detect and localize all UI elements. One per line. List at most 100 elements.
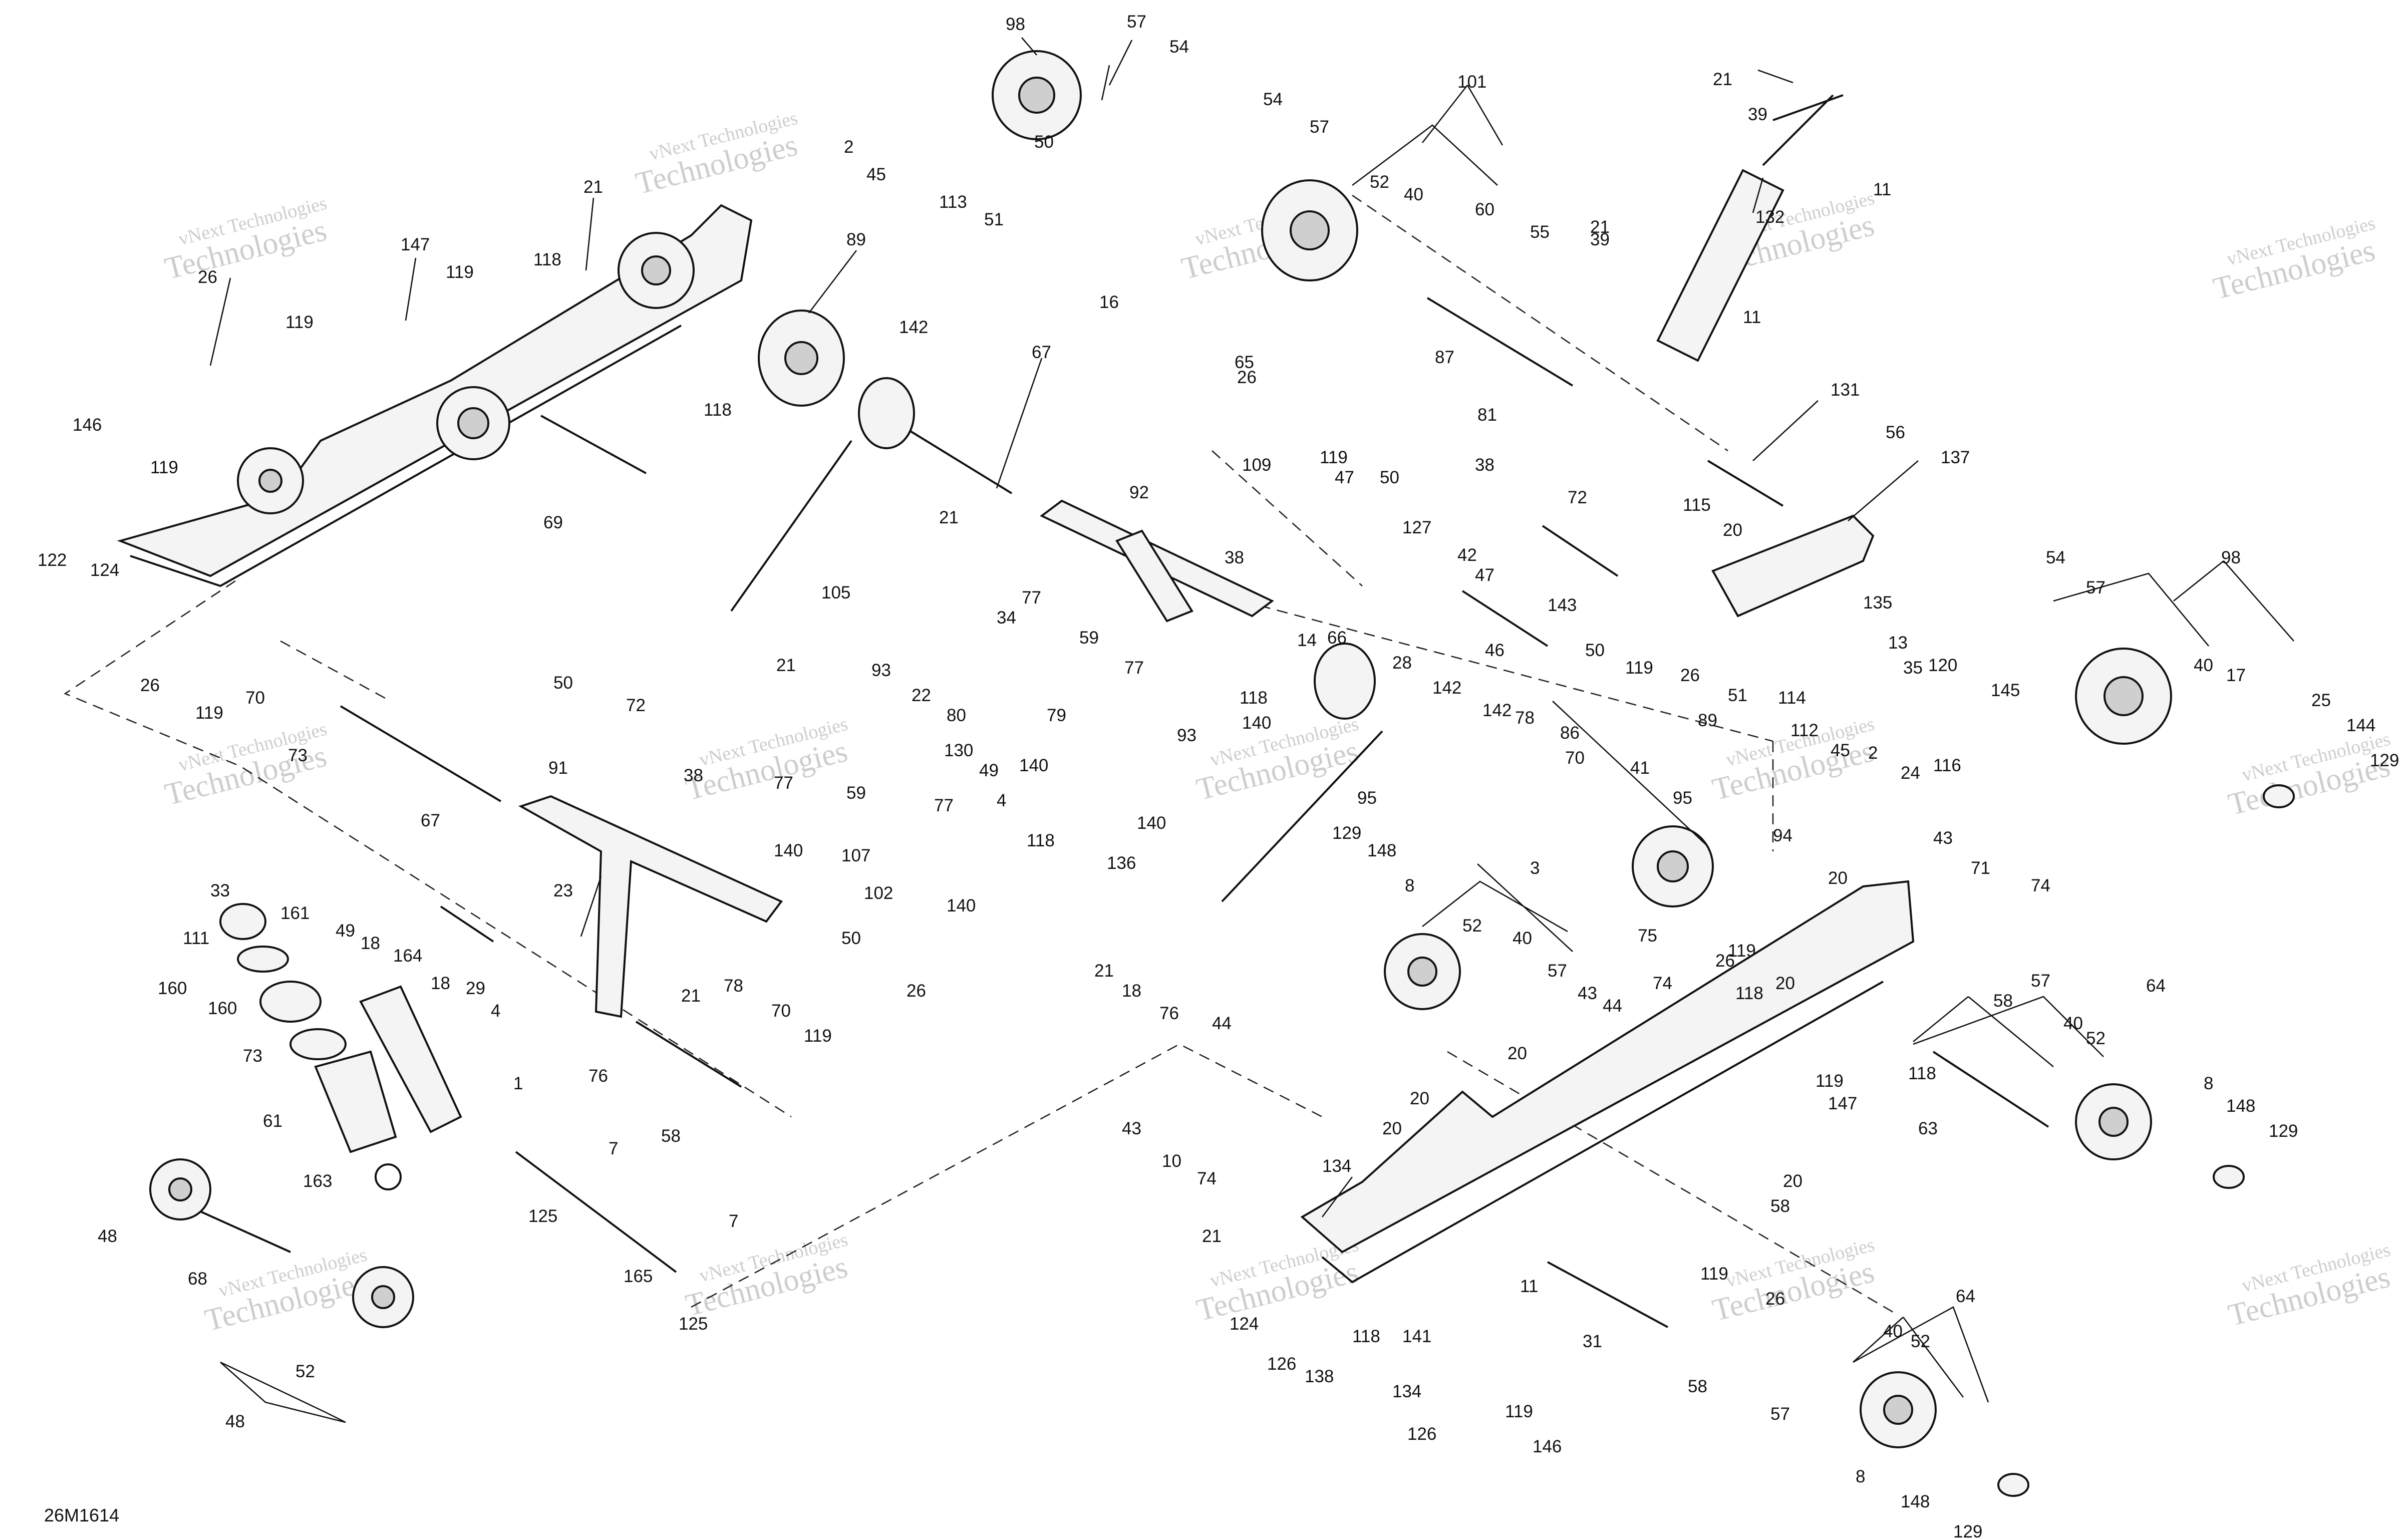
arm-137: [1711, 514, 1875, 618]
callout-26: 26: [198, 267, 217, 287]
callout-114: 114: [1778, 688, 1806, 708]
cover-129-bottom: [1997, 1473, 2029, 1497]
callout-35: 35: [1903, 658, 1923, 678]
callout-136: 140: [1242, 713, 1271, 733]
callout-98b: 98: [2221, 548, 2241, 567]
callout-74: 71: [1971, 858, 1990, 878]
watermark-7: vNext Technologies Technologies: [683, 713, 851, 807]
callout-57e: 57: [2031, 971, 2050, 991]
ring-73: [289, 1028, 347, 1060]
callout-77b: 77: [1124, 658, 1144, 678]
callout-8c: 148: [1901, 1492, 1930, 1511]
callout-28: 28: [1392, 653, 1412, 673]
callout-121: 134: [1392, 1382, 1421, 1401]
callout-45: 45: [866, 165, 886, 184]
callout-59b: 59: [846, 783, 866, 803]
callout-14: 14: [1297, 631, 1317, 650]
callout-140d: 140: [947, 896, 976, 915]
callout-118g: 118: [1352, 1327, 1380, 1346]
callout-46: 46: [1485, 641, 1504, 660]
callout-7: 58: [1993, 991, 2013, 1011]
callout-132: 132: [1755, 207, 1784, 227]
callout-18: 160: [158, 979, 187, 998]
callout-131: 131: [1831, 380, 1860, 400]
callout-116: 116: [1933, 756, 1961, 775]
callout-38: 38: [1475, 455, 1494, 475]
callout-147b: 147: [1828, 1094, 1857, 1113]
callout-26b: 26: [1237, 368, 1257, 387]
callout-47: 47: [1335, 468, 1354, 487]
callout-39: 39: [1748, 105, 1767, 124]
callout-67: 67: [1032, 343, 1051, 362]
callout-123: 48: [98, 1226, 117, 1246]
callout-119i: 119: [1700, 1264, 1728, 1284]
callout-80: 80: [947, 706, 966, 725]
callout-120: 120: [1928, 656, 1957, 675]
callout-63: 64: [2146, 976, 2166, 996]
callout-135: 135: [1863, 593, 1892, 612]
callout-95: 95: [1673, 788, 1692, 808]
shaft-67-upper: [900, 425, 1013, 494]
callout-91: 91: [548, 758, 568, 778]
callout-4: 4: [997, 791, 1006, 810]
callout-21e: 21: [776, 656, 796, 675]
clip-165: [375, 1163, 402, 1190]
callout-51b: 51: [1728, 686, 1747, 705]
callout-49: 49: [979, 761, 999, 780]
watermark-10: vNext Technologies Technologies: [2225, 728, 2393, 822]
callout-73: 73: [288, 746, 308, 765]
cover-129-right: [2263, 784, 2295, 808]
callout-81: 81: [1477, 405, 1497, 425]
callout-109: 109: [1242, 455, 1271, 475]
shock-160: [359, 985, 462, 1133]
torsion-spring-lower: [1314, 643, 1376, 720]
leader-lines: [209, 37, 2294, 1423]
callout-89: 89: [846, 230, 866, 249]
callout-52b: 52: [1462, 916, 1482, 936]
callout-119e: 119: [1625, 658, 1653, 678]
callout-101: 101: [1457, 72, 1486, 92]
callout-21b: 21: [1590, 217, 1610, 237]
callout-52d: 52: [1911, 1332, 1930, 1351]
callout-79: 79: [1047, 706, 1066, 725]
rocker-arm: [1115, 529, 1193, 623]
callout-142b: 142: [1432, 678, 1461, 698]
shaft-126: [190, 1206, 291, 1253]
watermark-8: vNext Technologies Technologies: [1193, 713, 1362, 807]
callout-5: 141: [1402, 1327, 1431, 1346]
callout-75: 3: [1530, 858, 1540, 878]
callout-50b: 50: [1585, 641, 1605, 660]
callout-98: 98: [1006, 15, 1025, 34]
callout-57f: 57: [1770, 1404, 1790, 1424]
callout-25: 25: [2311, 691, 2331, 710]
callout-119g: 119: [1728, 941, 1756, 961]
callout-144: 144: [2346, 716, 2375, 735]
group-brackets: [220, 124, 2210, 1423]
callout-68b: 125: [679, 1314, 708, 1334]
callout-118f: 118: [1908, 1064, 1936, 1083]
callout-128: 29: [466, 979, 485, 998]
callout-2b: 2: [1868, 743, 1878, 763]
callout-129c: 129: [2269, 1121, 2298, 1141]
callout-113: 113: [939, 192, 967, 212]
callout-77: 77: [1022, 588, 1041, 607]
callout-63b: 64: [1956, 1287, 1975, 1306]
callout-117: 63: [1918, 1119, 1938, 1138]
callout-8: 148: [1367, 841, 1396, 860]
callout-94b: 8: [2204, 1074, 2213, 1093]
callout-105: 105: [821, 583, 850, 602]
callout-48: 1: [513, 1074, 523, 1093]
callout-41: 41: [1630, 758, 1650, 778]
callout-45b: 45: [1831, 741, 1850, 760]
watermark-14: vNext Technologies Technologies: [1709, 1234, 1878, 1328]
callout-77c: 77: [774, 773, 793, 793]
callout-93b: 93: [1177, 726, 1196, 745]
callout-118: 118: [533, 250, 561, 269]
callout-60: 60: [1475, 200, 1494, 219]
callout-20c: 20: [1775, 974, 1795, 993]
callout-57b: 57: [1310, 117, 1329, 137]
callout-119k: 119: [804, 1026, 832, 1046]
callout-72b: 72: [626, 696, 646, 715]
callout-125: 58: [661, 1126, 681, 1146]
callout-160: 164: [393, 946, 422, 966]
